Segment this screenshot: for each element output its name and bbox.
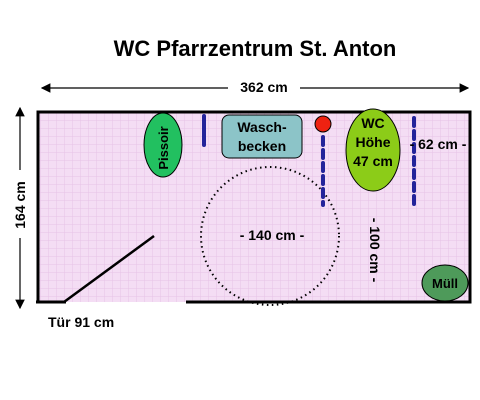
red-marker-icon: [314, 115, 332, 133]
urinal-label: Pissoir: [156, 126, 171, 169]
sink-label-line1: Wasch-: [237, 119, 287, 135]
room-walls: [36, 110, 472, 304]
height-label: 164 cm: [12, 181, 28, 228]
wc-toilet: [345, 108, 401, 192]
wc-label-line3: 47 cm: [353, 153, 393, 169]
urinal: [143, 112, 183, 178]
page-title: WC Pfarrzentrum St. Anton: [114, 36, 397, 61]
wc-label-line1: WC: [361, 115, 384, 131]
waste-bin: [421, 264, 469, 302]
wc-label-line2: Höhe: [356, 134, 391, 150]
waste-bin-label: Müll: [432, 276, 458, 291]
sink-label-line2: becken: [238, 138, 286, 154]
door-label: Tür 91 cm: [48, 314, 114, 330]
turning-circle-label: - 140 cm -: [240, 227, 305, 243]
width-label: 362 cm: [240, 79, 287, 95]
turning-circle: [200, 166, 340, 306]
sink: [221, 114, 303, 159]
urinal-grab-bar: [202, 114, 206, 147]
depth-label: - 100 cm -: [367, 218, 383, 283]
side-gap-label: - 62 cm -: [410, 136, 467, 152]
door-leaf: [63, 234, 155, 304]
